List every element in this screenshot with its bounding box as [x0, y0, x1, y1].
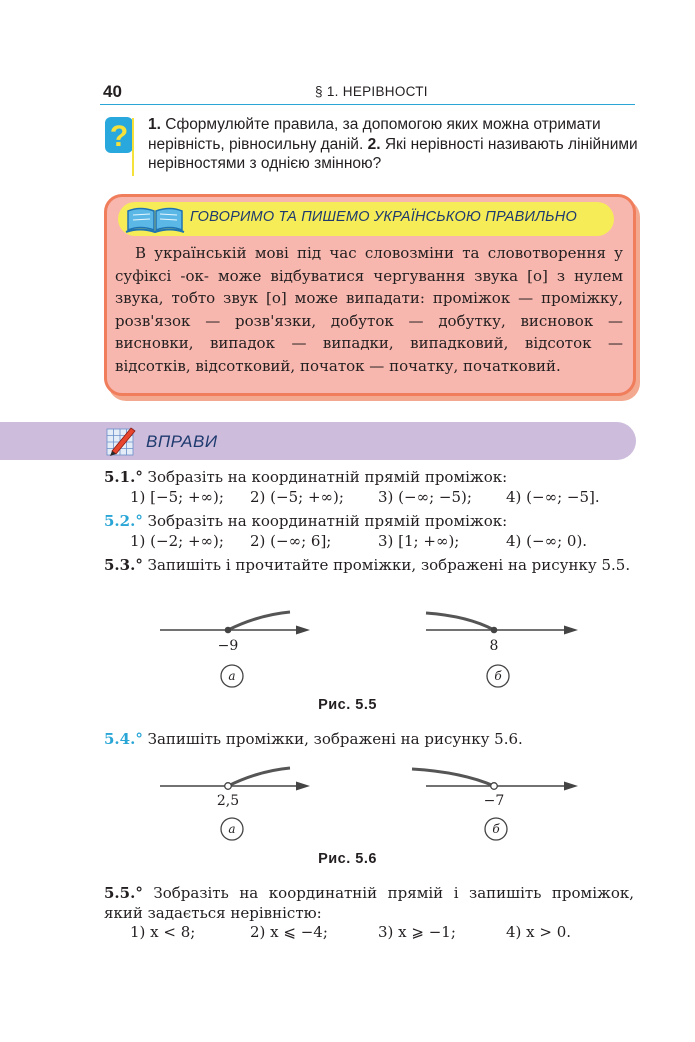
- number-line-b: −7 б: [411, 767, 578, 841]
- exercise-text: Зобразіть на координатній прямій проміжо…: [142, 468, 508, 486]
- option: 2) (−5; +∞);: [250, 487, 344, 506]
- number-line-a: −9 а: [160, 610, 310, 688]
- question-1-text: Сформулюйте правила, за допомогою яких м…: [148, 116, 601, 153]
- option: 4) x > 0.: [506, 923, 572, 941]
- figure-5-6: 2,5 а −7 б: [160, 766, 578, 841]
- exercise-number: 5.5.°: [104, 884, 143, 902]
- exercise-5-3: 5.3.° Запишіть і прочитайте проміжки, зо…: [104, 556, 634, 576]
- rule-paragraph: В українській мові під час словозміни та…: [115, 244, 623, 375]
- exercise-5-1: 5.1.° Зобразіть на координатній прямій п…: [104, 468, 634, 507]
- option: 1) [−5; +∞);: [130, 487, 224, 506]
- exercise-number: 5.2.°: [104, 512, 143, 530]
- figure-label-b: б: [492, 822, 500, 836]
- point-value-a: −9: [218, 638, 239, 654]
- figure-5-5: −9 а 8 б: [160, 610, 578, 688]
- figure-label-a: а: [228, 822, 235, 836]
- question-bar: [132, 118, 134, 176]
- review-questions: 1. Сформулюйте правила, за допомогою яки…: [148, 115, 638, 174]
- exercise-options: 1) (−2; +∞); 2) (−∞; 6]; 3) [1; +∞); 4) …: [104, 532, 634, 552]
- rule-title: ГОВОРИМО ТА ПИШЕМО УКРАЇНСЬКОЮ ПРАВИЛЬНО: [190, 209, 577, 225]
- point-value-b: 8: [490, 638, 499, 654]
- header-rule: [100, 104, 635, 105]
- option: 1) x < 8;: [130, 923, 196, 941]
- figure-caption: Рис. 5.6: [318, 851, 377, 867]
- figure-label-a: а: [228, 669, 235, 683]
- point-value-b: −7: [484, 793, 505, 809]
- open-book-icon: [125, 207, 185, 234]
- option: 3) [1; +∞);: [378, 531, 460, 550]
- exercise-text: Зобразіть на координатній прямій і запиш…: [104, 884, 634, 922]
- exercise-text: Зобразіть на координатній прямій проміжо…: [142, 512, 508, 530]
- section-title: § 1. НЕРІВНОСТІ: [315, 84, 428, 99]
- number-line-a: 2,5 а: [160, 766, 310, 841]
- exercises-title: ВПРАВИ: [146, 432, 218, 451]
- page-number: 40: [103, 82, 122, 101]
- exercise-options: 1) [−5; +∞); 2) (−5; +∞); 3) (−∞; −5); 4…: [104, 488, 634, 508]
- option: 1) (−2; +∞);: [130, 531, 224, 550]
- option: 4) (−∞; −5].: [506, 487, 600, 506]
- option: 3) x ⩾ −1;: [378, 923, 456, 941]
- exercise-5-5: 5.5.° Зобразіть на координатній прямій і…: [104, 884, 634, 943]
- exercises-band: [0, 422, 636, 460]
- question-2-text: Які нерівності називають лінійними нерів…: [148, 135, 638, 173]
- pencil-grid-icon: [106, 427, 136, 456]
- point-value-a: 2,5: [217, 793, 239, 809]
- exercise-number: 5.4.°: [104, 730, 143, 748]
- option: 3) (−∞; −5);: [378, 487, 472, 506]
- exercise-text: Запишіть проміжки, зображені на рисунку …: [142, 730, 523, 748]
- question-1-number: 1.: [148, 116, 161, 133]
- exercise-number: 5.3.°: [104, 556, 143, 574]
- exercise-5-2: 5.2.° Зобразіть на координатній прямій п…: [104, 512, 634, 551]
- figure-label-b: б: [494, 669, 502, 683]
- option: 4) (−∞; 0).: [506, 531, 588, 550]
- rule-title-band: [118, 202, 614, 236]
- question-mark-icon: ?: [105, 117, 133, 153]
- svg-text:?: ?: [110, 120, 128, 153]
- option: 2) x ⩽ −4;: [250, 923, 328, 941]
- exercise-5-4: 5.4.° Запишіть проміжки, зображені на ри…: [104, 730, 634, 750]
- figure-caption: Рис. 5.5: [318, 697, 377, 713]
- exercise-number: 5.1.°: [104, 468, 143, 486]
- rule-text: В українській мові під час словозміни та…: [115, 242, 623, 378]
- exercise-options: 1) x < 8; 2) x ⩽ −4; 3) x ⩾ −1; 4) x > 0…: [104, 923, 634, 943]
- question-2-number: 2.: [367, 135, 381, 153]
- exercise-text: Запишіть і прочитайте проміжки, зображен…: [142, 556, 631, 574]
- number-line-b: 8 б: [425, 611, 578, 688]
- option: 2) (−∞; 6];: [250, 531, 332, 550]
